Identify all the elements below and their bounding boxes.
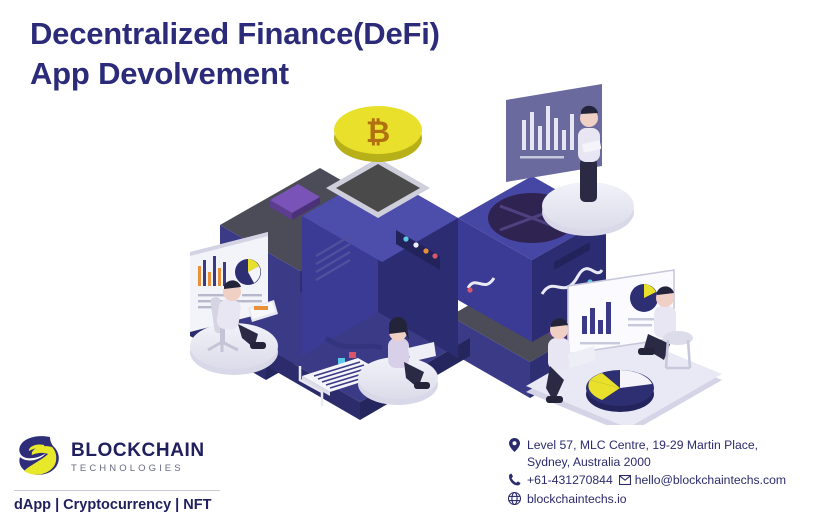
connection-cable-2 [324,335,383,351]
title-line-2: App Devolvement [30,56,289,91]
blockchain-isometric-illustration: ₿ [150,80,750,425]
person-standing-right [542,105,634,236]
contact-website-row: blockchaintechs.io [508,491,818,508]
address-line-2: Sydney, Australia 2000 [527,454,651,469]
globe-icon [508,491,521,506]
logo-company-name: BLOCKCHAIN [71,439,205,461]
logo-company-subtitle: TECHNOLOGIES [71,462,184,474]
person-seated-center [358,317,438,405]
contact-phone-email-row: +61-431270844 hello@blockchaintechs.com [508,472,818,489]
map-pin-icon [508,437,521,452]
svg-text:₿: ₿ [366,116,390,149]
team-platform-right [526,269,722,425]
contact-address-row: Level 57, MLC Centre, 19-29 Martin Place… [508,437,818,470]
contact-email-group: hello@blockchaintechs.com [618,472,786,489]
logo-divider [14,490,220,491]
logo-wordmark: BLOCKCHAIN TECHNOLOGIES [71,441,205,474]
contact-details: Level 57, MLC Centre, 19-29 Martin Place… [508,437,818,509]
bitcoin-coin: ₿ [334,106,422,162]
blockchain-swirl-icon [14,431,62,483]
envelope-icon [618,474,631,486]
phone-text[interactable]: +61-431270844 [527,473,613,487]
email-text[interactable]: hello@blockchaintechs.com [634,473,786,487]
logo-row: BLOCKCHAIN TECHNOLOGIES [14,431,244,483]
title-line-1: Decentralized Finance(DeFi) [30,16,440,51]
page-title: Decentralized Finance(DeFi) App Devolvem… [30,14,570,94]
mining-machine [302,158,458,358]
company-logo: BLOCKCHAIN TECHNOLOGIES dApp | Cryptocur… [14,431,244,513]
cooling-fan-unit [458,176,606,342]
phone-icon [508,472,521,487]
address-text: Level 57, MLC Centre, 19-29 Martin Place… [527,437,758,470]
address-line-1: Level 57, MLC Centre, 19-29 Martin Place… [527,438,758,452]
bar-chart-panel [506,84,602,182]
website-text[interactable]: blockchaintechs.io [527,491,627,506]
person-seated-left [190,280,278,375]
logo-tagline: dApp | Cryptocurrency | NFT [14,497,212,513]
